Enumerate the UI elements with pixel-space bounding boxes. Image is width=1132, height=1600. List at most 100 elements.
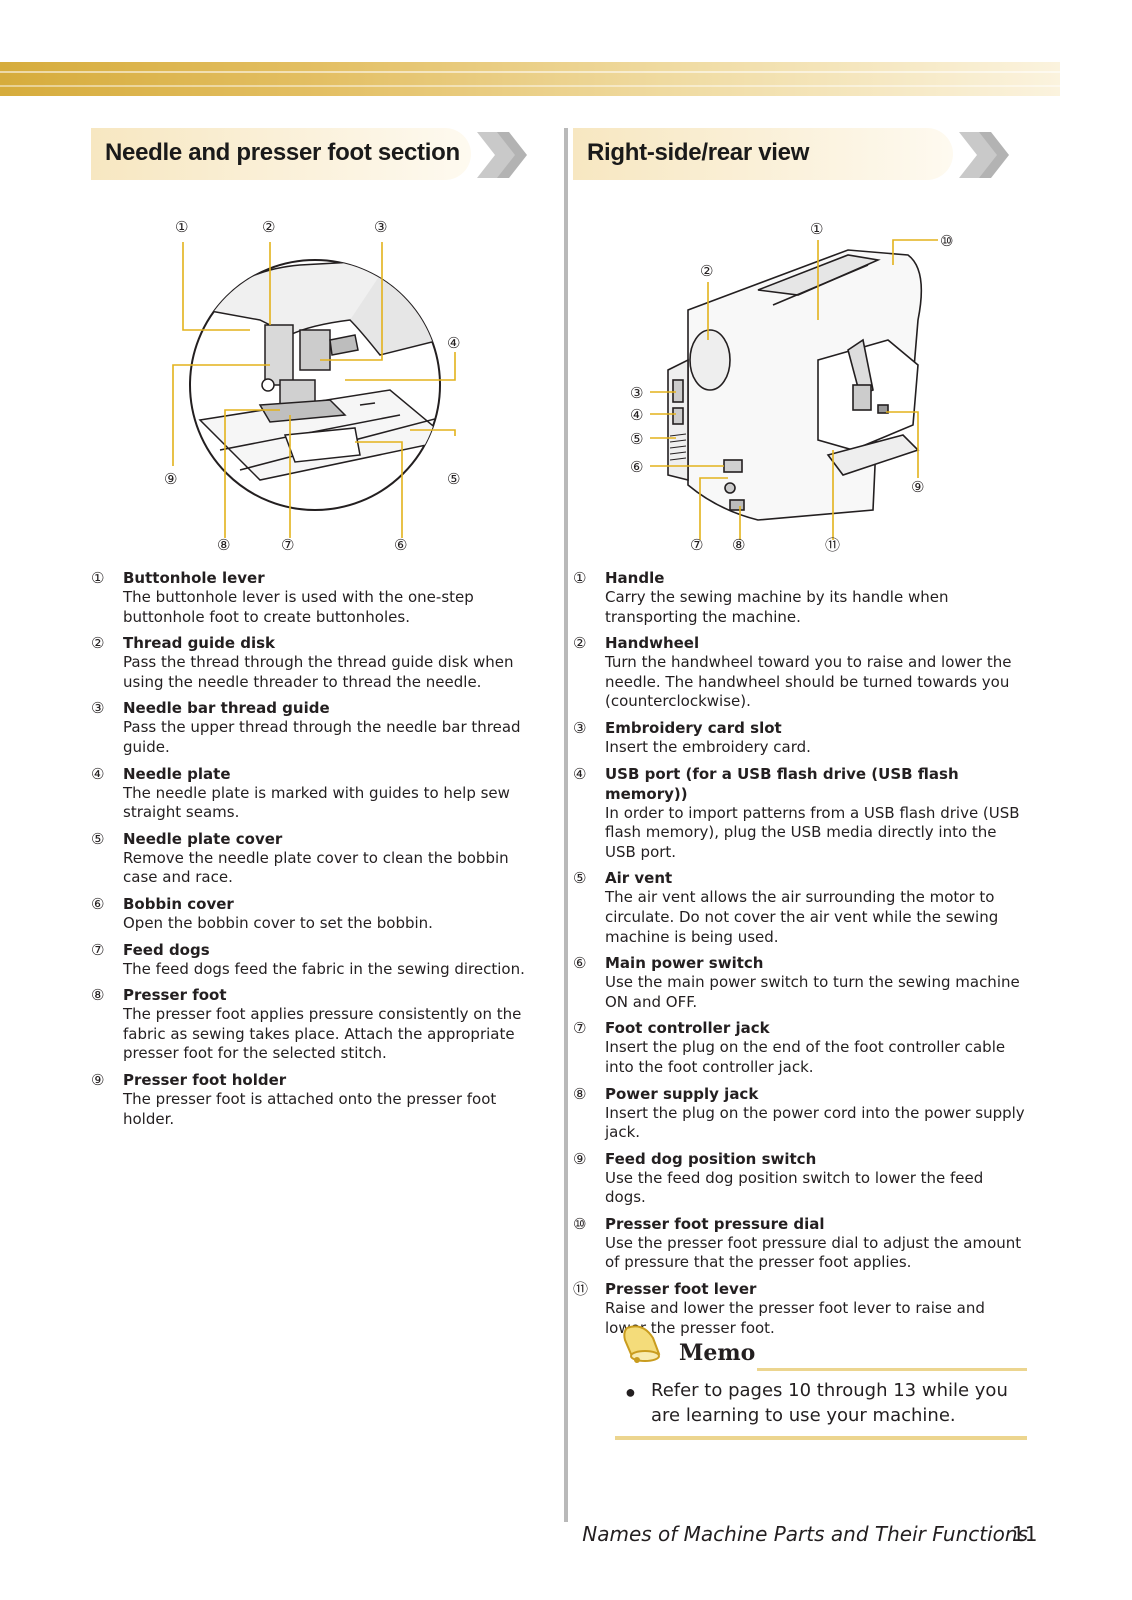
item-number: ① xyxy=(573,569,587,587)
right-callout-6: ⑥ xyxy=(630,458,643,476)
part-description: Use the feed dog position switch to lowe… xyxy=(605,1168,984,1207)
part-name: Buttonhole lever xyxy=(123,569,265,587)
needle-presser-foot-illustration: ① ② ③ ④ ⑤ ⑥ ⑦ ⑧ ⑨ xyxy=(164,218,460,554)
part-name: Feed dog position switch xyxy=(605,1149,817,1168)
part-description: Use the presser foot pressure dial to ad… xyxy=(605,1233,1022,1272)
item-number: ⑤ xyxy=(91,829,105,848)
left-callout-6: ⑥ xyxy=(394,536,407,554)
left-callout-5: ⑤ xyxy=(447,470,460,488)
part-description: Turn the handwheel toward you to raise a… xyxy=(605,653,1012,711)
memo-text: Refer to pages 10 through 13 while you a… xyxy=(651,1380,1008,1426)
right-callout-5: ⑤ xyxy=(630,430,643,448)
item-number: ⑧ xyxy=(91,986,105,1005)
item-number: ③ xyxy=(573,718,587,737)
right-callout-1: ① xyxy=(810,220,823,238)
item-number: ⑦ xyxy=(573,1019,587,1038)
part-name: Needle plate cover xyxy=(123,829,283,848)
part-description: Insert the embroidery card. xyxy=(605,737,811,756)
left-callout-1: ① xyxy=(175,218,188,236)
part-name: USB port (for a USB flash drive (USB fla… xyxy=(605,764,959,803)
left-callout-8: ⑧ xyxy=(217,536,230,554)
bell-icon xyxy=(623,1325,661,1363)
chevron-icon xyxy=(477,132,527,178)
right-callout-8: ⑧ xyxy=(732,536,745,554)
footer-chapter-title: Names of Machine Parts and Their Functio… xyxy=(582,1522,1028,1546)
part-description: Carry the sewing machine by its handle w… xyxy=(605,588,949,626)
part-name: Main power switch xyxy=(605,954,764,973)
bullet-icon: ● xyxy=(625,1382,636,1402)
right-callout-9: ⑨ xyxy=(911,478,924,496)
right-section-title: Right-side/rear view xyxy=(587,139,810,166)
part-description: Pass the thread through the thread guide… xyxy=(123,653,514,691)
part-description: The air vent allows the air surrounding … xyxy=(605,888,999,946)
part-name: Presser foot holder xyxy=(123,1070,287,1089)
item-number: ⑨ xyxy=(573,1149,587,1168)
header-band xyxy=(0,62,1060,96)
right-callout-11: ⑪ xyxy=(825,536,840,554)
item-number: ⑥ xyxy=(91,894,105,913)
memo-box: Memo ● Refer to pages 10 through 13 whil… xyxy=(615,1318,1027,1440)
item-number: ② xyxy=(91,634,105,653)
part-description: Pass the upper thread through the needle… xyxy=(123,718,521,756)
left-callout-4: ④ xyxy=(447,334,460,352)
part-name: Air vent xyxy=(605,869,673,888)
item-number: ⑪ xyxy=(573,1280,589,1299)
right-section-heading: Right-side/rear view xyxy=(573,128,1017,180)
part-description: Insert the plug on the end of the foot c… xyxy=(605,1038,1006,1076)
right-callout-10: ⑩ xyxy=(940,232,953,250)
part-description: The presser foot applies pressure consis… xyxy=(123,1005,522,1063)
part-name: Feed dogs xyxy=(123,940,210,959)
left-section-heading: Needle and presser foot section xyxy=(91,128,535,180)
item-number: ① xyxy=(91,569,105,587)
right-rear-view-illustration: ① ② ③ ④ ⑤ ⑥ ⑦ ⑧ ⑨ ⑩ ⑪ xyxy=(630,220,953,554)
memo-rule xyxy=(757,1368,1027,1371)
part-name: Bobbin cover xyxy=(123,894,234,913)
part-name: Power supply jack xyxy=(605,1084,759,1103)
part-description: Remove the needle plate cover to clean t… xyxy=(123,848,509,887)
part-description: The needle plate is marked with guides t… xyxy=(123,783,510,822)
part-description: Open the bobbin cover to set the bobbin. xyxy=(123,913,433,932)
part-description: Use the main power switch to turn the se… xyxy=(605,973,1020,1011)
item-number: ④ xyxy=(91,764,105,783)
item-number: ② xyxy=(573,634,587,653)
memo-bottom-rule xyxy=(615,1436,1027,1440)
item-number: ⑧ xyxy=(573,1084,587,1103)
right-callout-2: ② xyxy=(700,262,713,280)
left-callout-3: ③ xyxy=(374,218,387,236)
column-divider xyxy=(564,128,568,1522)
part-name: Embroidery card slot xyxy=(605,718,782,737)
chevron-icon xyxy=(959,132,1009,178)
item-number: ⑨ xyxy=(91,1070,105,1089)
right-callout-4: ④ xyxy=(630,406,643,424)
part-description: Insert the plug on the power cord into t… xyxy=(605,1103,1025,1142)
part-description: The presser foot is attached onto the pr… xyxy=(123,1089,497,1128)
part-name: Foot controller jack xyxy=(605,1019,770,1038)
part-name: Handwheel xyxy=(605,634,700,653)
right-callout-7: ⑦ xyxy=(690,536,703,554)
page-number: 11 xyxy=(1012,1522,1038,1546)
left-callout-2: ② xyxy=(262,218,275,236)
item-number: ⑤ xyxy=(573,869,587,888)
part-name: Needle bar thread guide xyxy=(123,699,330,718)
left-callout-9: ⑨ xyxy=(164,470,177,488)
left-callout-7: ⑦ xyxy=(281,536,294,554)
